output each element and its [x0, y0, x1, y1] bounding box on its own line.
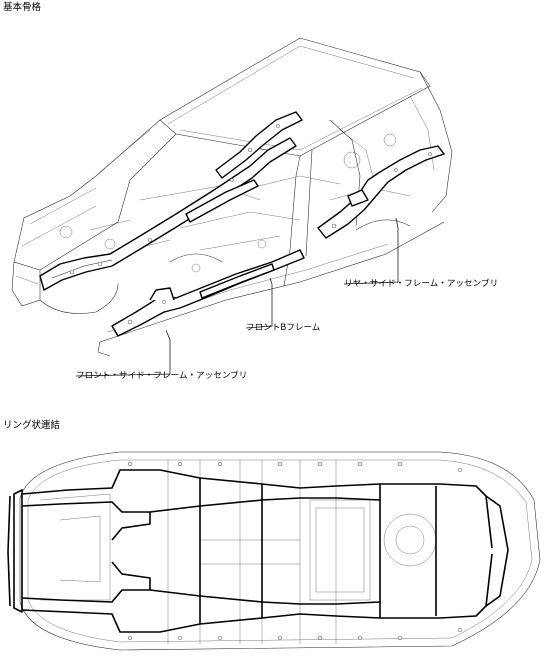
- label-rear-side-frame: リヤ・サイド・フレーム・アッセンブリ: [344, 279, 499, 289]
- section-title-ring-connection: リング状連結: [3, 420, 61, 431]
- section-title-basic-frame: 基本骨格: [3, 2, 42, 13]
- underbody-outline: [19, 451, 541, 651]
- b-pillar-upper-frame: [215, 111, 303, 179]
- body-outline: [11, 37, 453, 357]
- rear-side-frame-assembly: [317, 145, 445, 239]
- leader-lines: [75, 217, 399, 377]
- label-front-side-frame: フロント・サイド・フレーム・アッセンブリ: [76, 371, 248, 381]
- front-side-frame-assembly-left: [39, 137, 297, 291]
- ring-frame-structure: [7, 469, 509, 633]
- front-b-frame: [185, 179, 275, 299]
- label-front-b-frame: フロントBフレーム: [246, 323, 321, 333]
